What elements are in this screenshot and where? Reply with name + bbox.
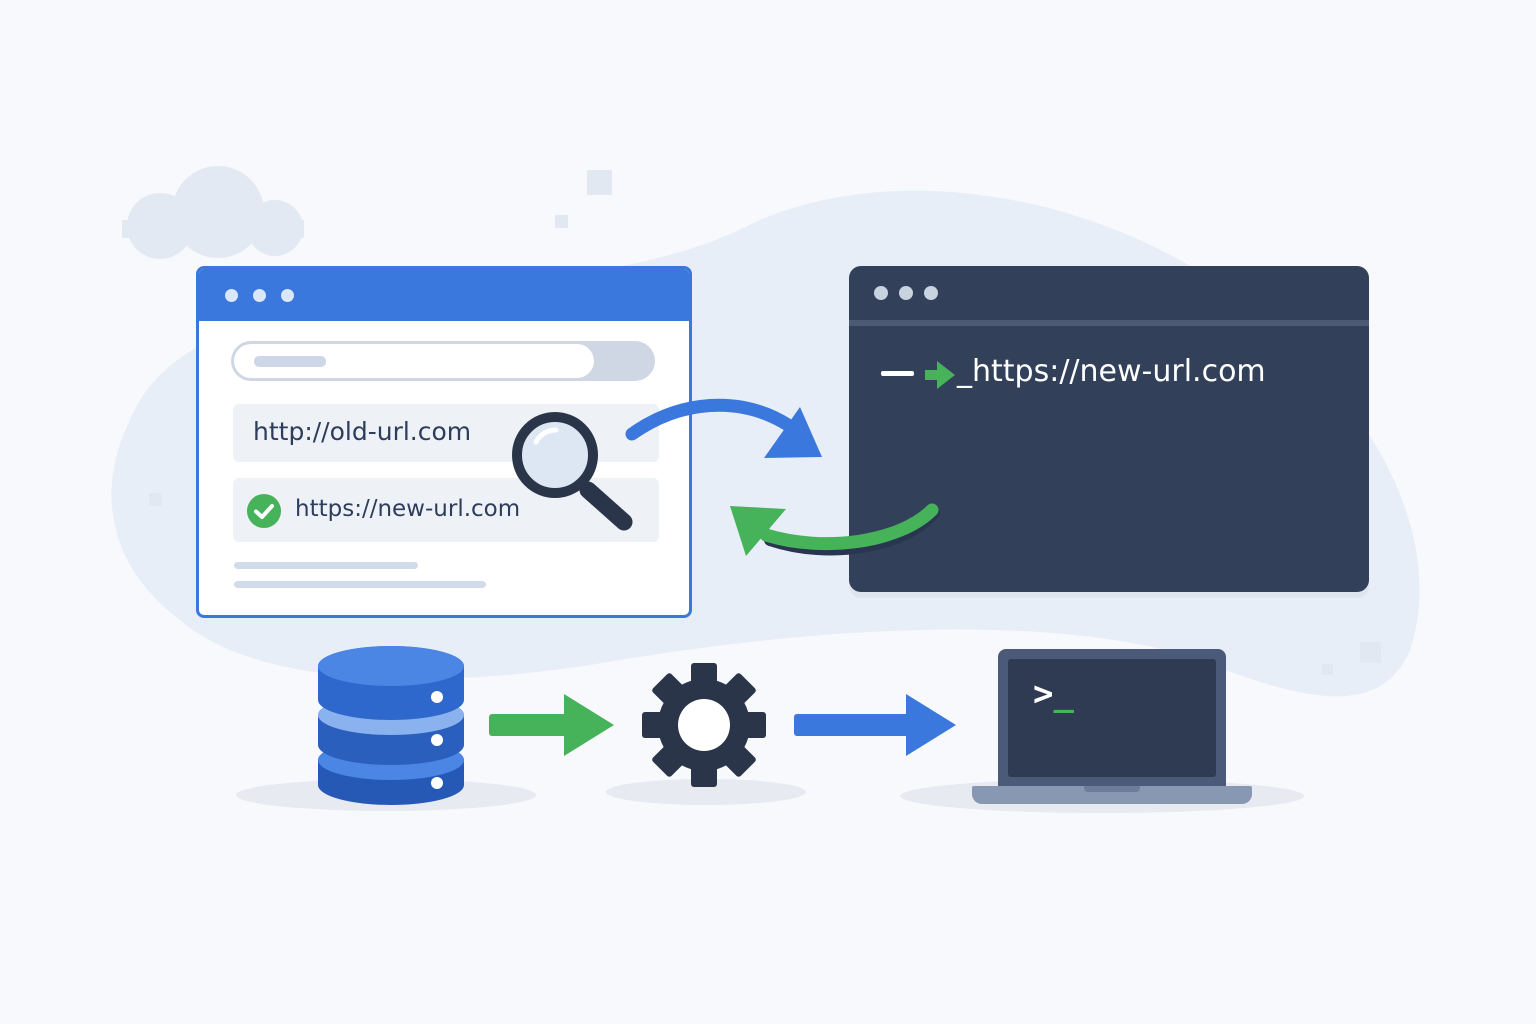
green-arrow-icon bbox=[925, 361, 955, 389]
gear-icon bbox=[642, 663, 766, 787]
laptop-notch bbox=[1084, 786, 1140, 792]
old-url-text: http://old-url.com bbox=[253, 417, 472, 446]
check-icon bbox=[247, 494, 281, 528]
redirect-arrow-blue bbox=[625, 398, 822, 458]
window-dot bbox=[899, 286, 913, 300]
decorative-square bbox=[149, 493, 162, 506]
terminal-window: _https://new-url.com bbox=[849, 266, 1369, 592]
flow-arrow-green bbox=[489, 694, 614, 756]
database-icon bbox=[318, 646, 464, 805]
return-arrow-green bbox=[730, 503, 940, 556]
new-url-result[interactable]: https://new-url.com bbox=[233, 478, 659, 542]
laptop-prompt: >_ bbox=[1033, 674, 1074, 714]
address-field[interactable] bbox=[234, 344, 594, 378]
browser-window: http://old-url.com https://new-url.com bbox=[196, 266, 692, 618]
address-bar[interactable] bbox=[231, 341, 655, 381]
window-dot bbox=[281, 289, 294, 302]
prompt-symbol: > bbox=[1033, 674, 1054, 714]
window-dot bbox=[253, 289, 266, 302]
window-dot bbox=[225, 289, 238, 302]
window-dot bbox=[874, 286, 888, 300]
terminal-divider bbox=[849, 320, 1369, 326]
decorative-square bbox=[555, 215, 568, 228]
laptop-display: >_ bbox=[1008, 659, 1216, 777]
decorative-square bbox=[1360, 642, 1381, 663]
flow-arrow-blue bbox=[794, 694, 956, 756]
laptop-icon: >_ bbox=[998, 649, 1226, 787]
decorative-square bbox=[1322, 664, 1333, 675]
new-url-text: https://new-url.com bbox=[295, 496, 521, 522]
prompt-dash bbox=[881, 371, 914, 376]
terminal-command: _https://new-url.com bbox=[957, 354, 1266, 389]
text-placeholder-line bbox=[234, 562, 418, 569]
decorative-square bbox=[587, 170, 612, 195]
address-placeholder-line bbox=[254, 356, 326, 367]
window-dot bbox=[924, 286, 938, 300]
shadow bbox=[606, 779, 806, 805]
text-placeholder-line bbox=[234, 581, 486, 588]
cloud-icon bbox=[122, 166, 304, 259]
laptop-base bbox=[972, 786, 1252, 804]
magnifier-icon bbox=[512, 412, 633, 531]
browser-titlebar bbox=[199, 269, 689, 321]
prompt-cursor: _ bbox=[1053, 674, 1074, 714]
